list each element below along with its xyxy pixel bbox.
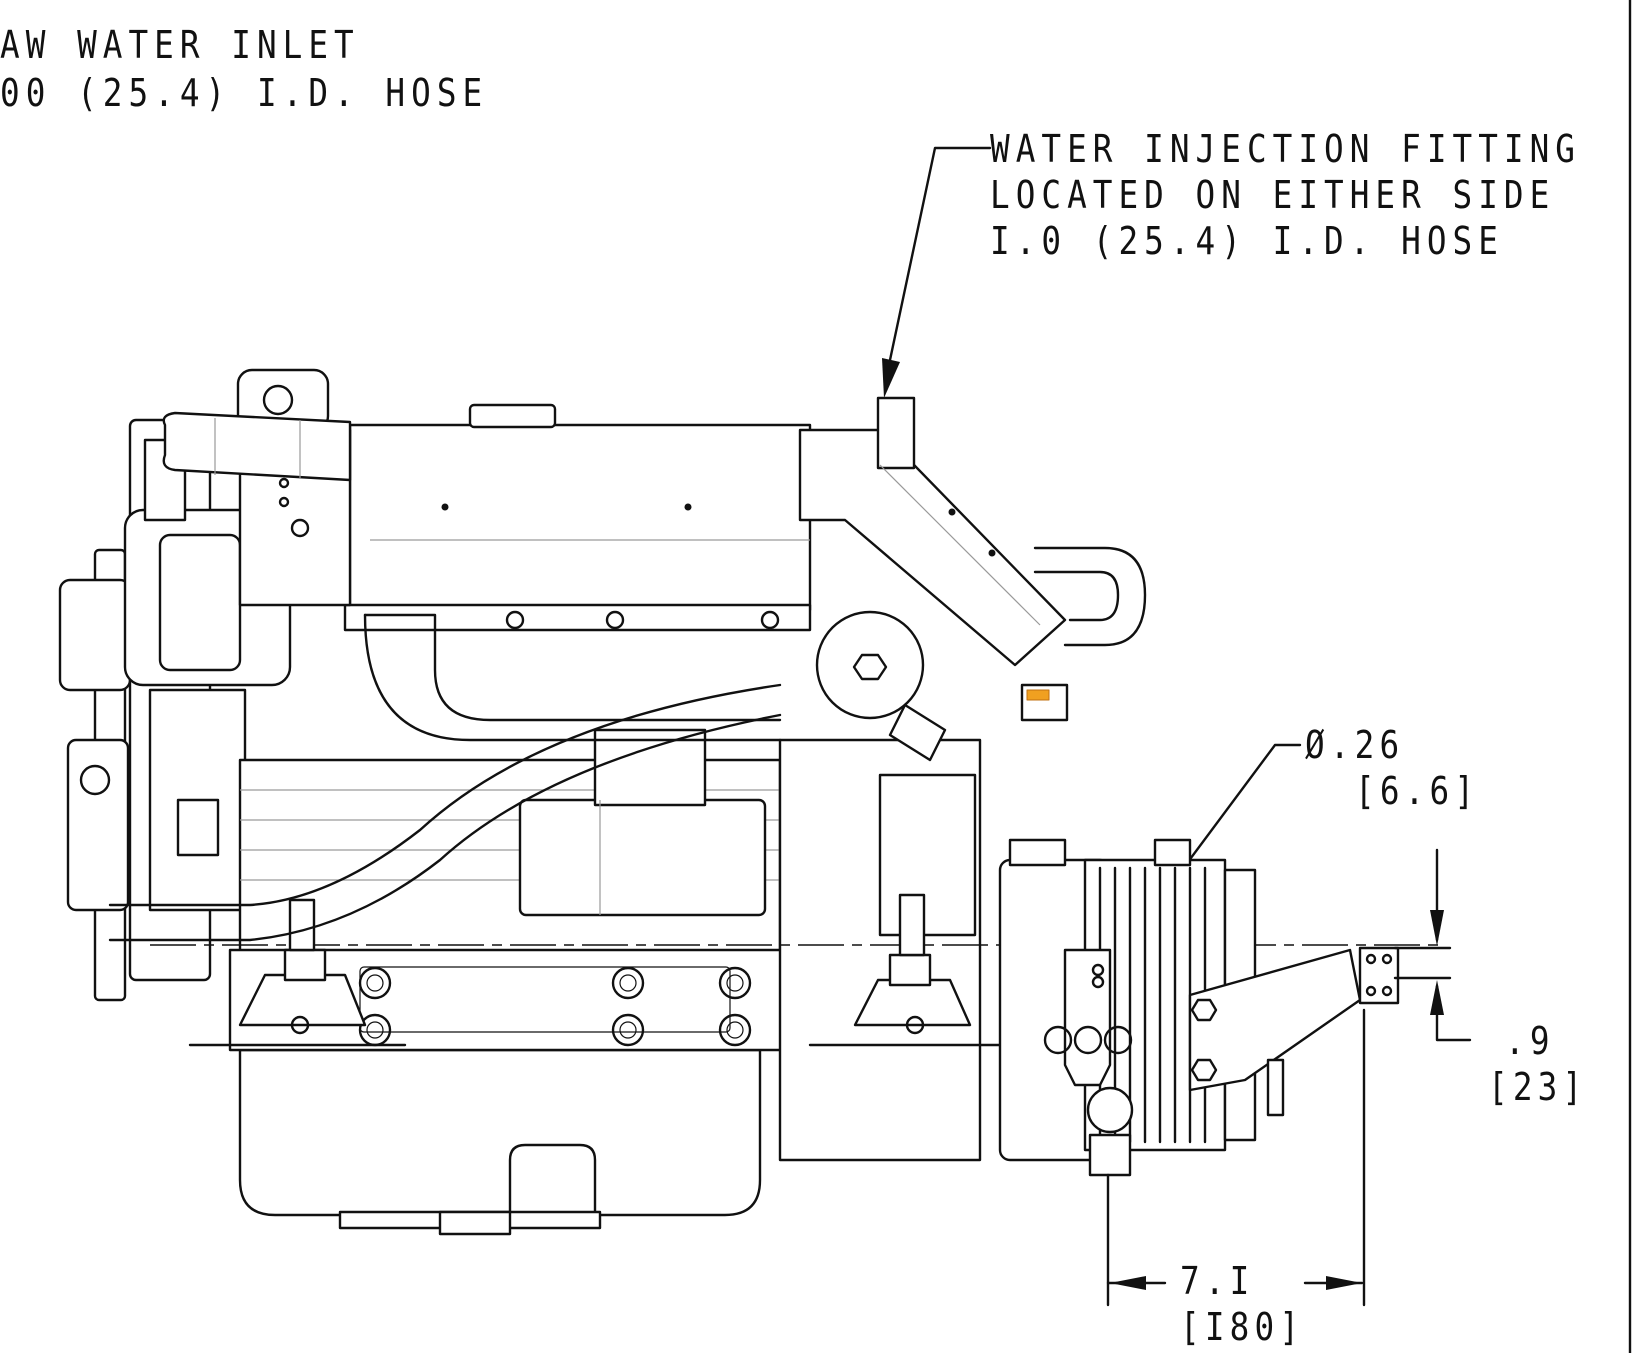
raw-water-inlet-line2: 00 (25.4) I.D. HOSE [0, 71, 489, 115]
mount-distance-metric: [I80] [1180, 1305, 1305, 1349]
transmission [998, 683, 1400, 1177]
hole-diameter-metric: [6.6] [1355, 769, 1480, 813]
mount-distance-value: 7.I [1180, 1259, 1255, 1303]
heat-exchanger [108, 368, 1147, 942]
raw-water-inlet-line1: AW WATER INLET [0, 23, 360, 67]
hole-diameter-value: Ø.26 [1305, 723, 1405, 767]
water-injection-line1: WATER INJECTION FITTING [990, 127, 1581, 171]
mount-offset-value: .9 [1505, 1019, 1555, 1063]
dimension-lines [1106, 848, 1472, 1307]
mount-offset-metric: [23] [1488, 1065, 1588, 1109]
water-injection-line3: I.0 (25.4) I.D. HOSE [990, 219, 1504, 263]
water-injection-line2: LOCATED ON EITHER SIDE [990, 173, 1556, 217]
water-injection-leader [882, 146, 992, 398]
engine-block [58, 418, 1440, 1236]
